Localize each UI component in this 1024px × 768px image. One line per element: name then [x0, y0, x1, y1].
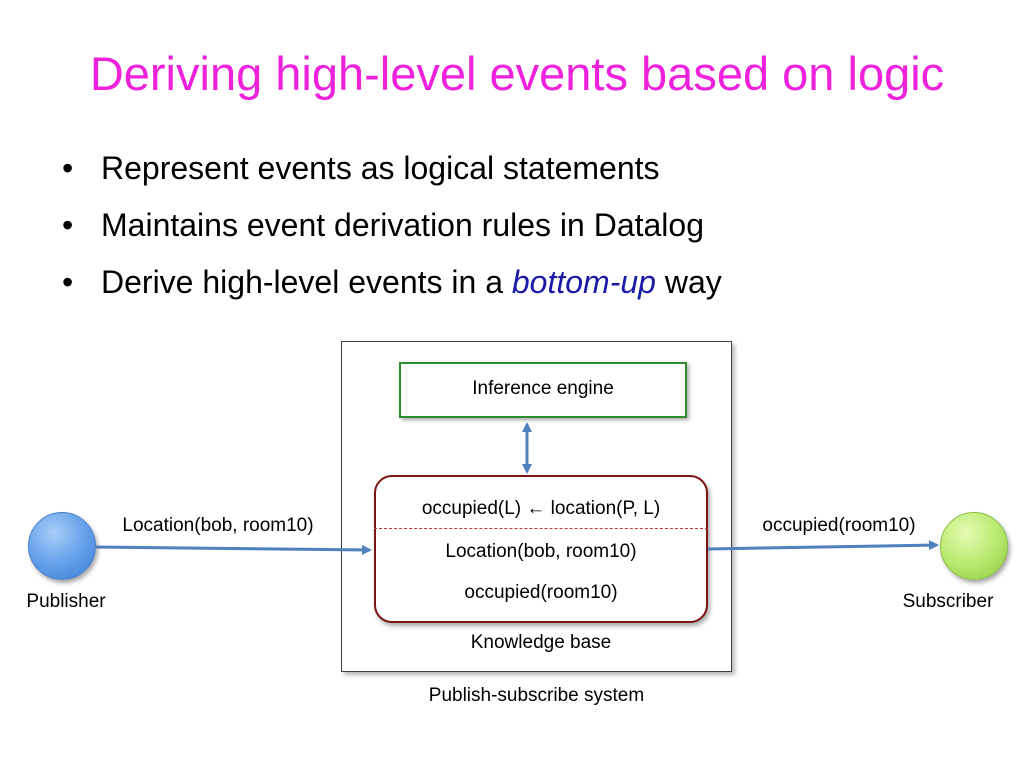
bullet-item: • Maintains event derivation rules in Da…	[62, 197, 722, 254]
publish-arrow	[94, 544, 372, 555]
bullet-dot-icon: •	[62, 264, 74, 300]
kb-fact-occupied: occupied(room10)	[464, 582, 618, 603]
kb-rule: occupied(L) ← location(P, L)	[421, 498, 661, 519]
knowledge-base-box	[374, 475, 708, 623]
publisher-label: Publisher	[26, 591, 106, 612]
kb-fact-location: Location(bob, room10)	[445, 541, 637, 562]
inference-engine-label: Inference engine	[472, 378, 614, 399]
knowledge-base-divider	[374, 528, 708, 529]
subscriber-label: Subscriber	[902, 591, 994, 612]
bullet-item: • Represent events as logical statements	[62, 140, 722, 197]
bullet-emphasis: bottom-up	[511, 264, 656, 300]
deliver-arrow	[707, 540, 939, 551]
bullet-item: • Derive high-level events in a bottom-u…	[62, 254, 722, 311]
bullet-list: • Represent events as logical statements…	[62, 140, 722, 311]
slide-title: Deriving high-level events based on logi…	[89, 47, 945, 100]
input-event-label: Location(bob, room10)	[122, 515, 314, 536]
bullet-text: Derive high-level events in a bottom-up …	[101, 264, 722, 300]
pubsub-system-caption: Publish-subscribe system	[428, 685, 645, 706]
bullet-text: Maintains event derivation rules in Data…	[101, 207, 704, 243]
output-event-label: occupied(room10)	[762, 515, 916, 536]
bullet-dot-icon: •	[62, 150, 74, 186]
bullet-text-after: way	[655, 264, 722, 300]
bullet-text-before: Derive high-level events in a	[101, 264, 512, 300]
inference-engine-box	[399, 362, 687, 418]
subscriber-node	[940, 512, 1008, 580]
bullet-dot-icon: •	[62, 207, 74, 243]
knowledge-base-caption: Knowledge base	[470, 632, 612, 653]
bullet-text: Represent events as logical statements	[101, 150, 660, 186]
